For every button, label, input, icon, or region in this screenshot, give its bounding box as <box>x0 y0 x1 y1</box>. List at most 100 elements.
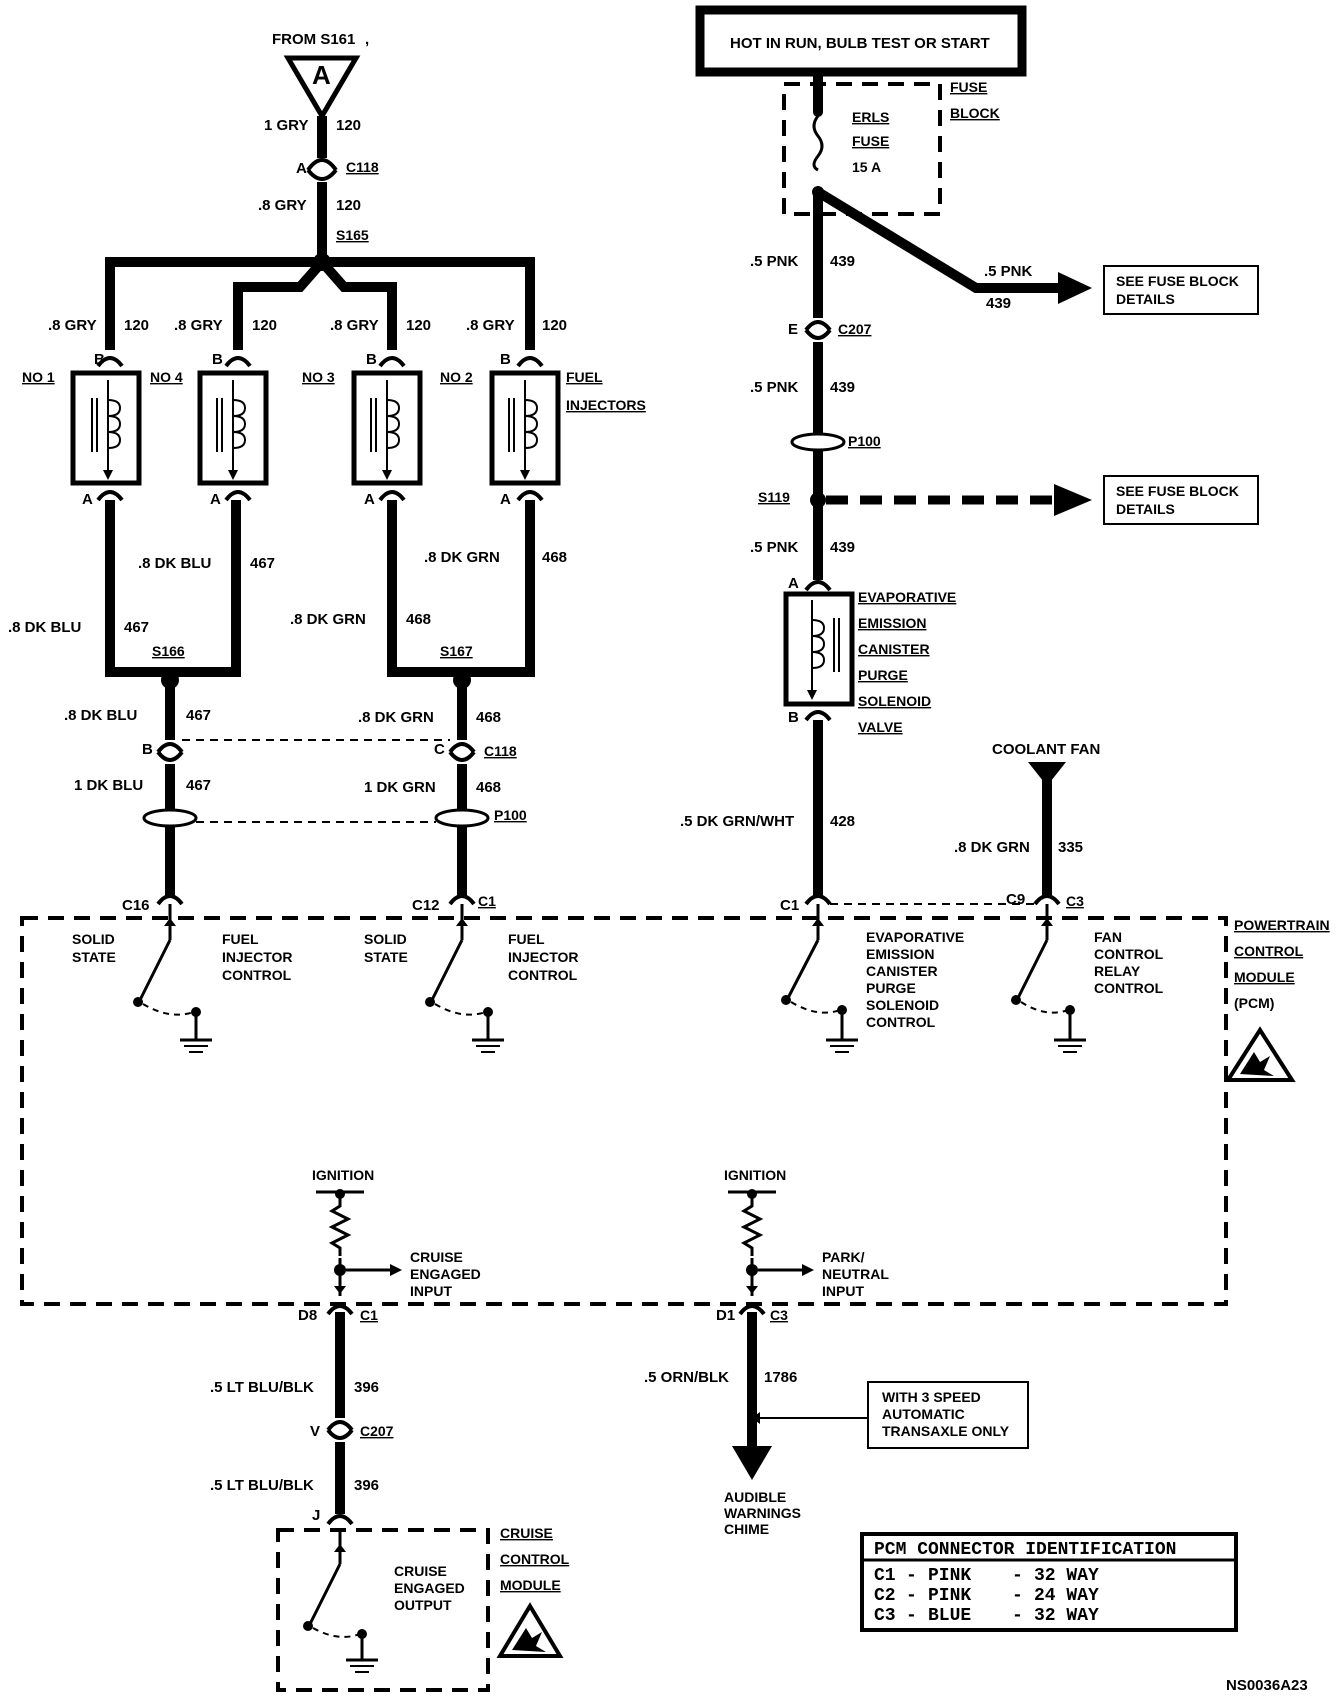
injector-no4-label: NO 4 <box>150 369 183 385</box>
svg-text:439: 439 <box>830 379 855 396</box>
svg-text:SOLENOID: SOLENOID <box>866 997 939 1013</box>
svg-text:DETAILS: DETAILS <box>1116 501 1175 517</box>
svg-text:NEUTRAL: NEUTRAL <box>822 1266 889 1282</box>
svg-text:INJECTORS: INJECTORS <box>566 397 646 413</box>
svg-text:MODULE: MODULE <box>500 1577 561 1593</box>
svg-text:.8 GRY: .8 GRY <box>174 317 223 334</box>
svg-text:A: A <box>210 491 221 508</box>
svg-text:S119: S119 <box>758 489 790 505</box>
figure-id: NS0036A23 <box>1226 1677 1308 1694</box>
injector-no2: B A <box>489 351 561 508</box>
evap-purge-solenoid: A B <box>783 575 855 726</box>
svg-text:B: B <box>366 351 377 368</box>
svg-text:PARK/: PARK/ <box>822 1249 865 1265</box>
see-fuse-block-box-2 <box>1103 475 1259 525</box>
cruise-input-pullup <box>316 1189 402 1296</box>
svg-text:24 WAY: 24 WAY <box>1034 1586 1099 1606</box>
svg-text:C9: C9 <box>1006 891 1025 908</box>
svg-text:E: E <box>788 321 798 338</box>
svg-text:C3: C3 <box>770 1307 788 1323</box>
pcm-connector-table: PCM CONNECTOR IDENTIFICATION C1 - PINK -… <box>860 1532 1238 1632</box>
svg-text:OUTPUT: OUTPUT <box>394 1597 452 1613</box>
svg-text:396: 396 <box>354 1477 379 1494</box>
svg-text:120: 120 <box>336 117 361 134</box>
terminal-a-letter: A <box>312 60 331 90</box>
svg-text:.8 DK GRN: .8 DK GRN <box>358 709 434 726</box>
esd-warning-icon <box>496 1602 564 1658</box>
svg-text:B: B <box>788 709 799 726</box>
svg-text:.5 LT BLU/BLK: .5 LT BLU/BLK <box>210 1477 314 1494</box>
svg-text:1 DK GRN: 1 DK GRN <box>364 779 436 796</box>
svg-text:C2: C2 <box>874 1586 896 1606</box>
svg-text:HOT IN RUN, BULB TEST OR START: HOT IN RUN, BULB TEST OR START <box>730 35 990 52</box>
pcm-fuel-injector-switch-1 <box>133 904 212 1053</box>
svg-text:FUEL: FUEL <box>566 369 603 385</box>
chime-arrow <box>732 1446 772 1480</box>
svg-text:INPUT: INPUT <box>410 1283 452 1299</box>
coolant-fan-terminal <box>1028 762 1066 786</box>
svg-text:.8 GRY: .8 GRY <box>258 197 307 214</box>
erls-fuse <box>812 115 824 172</box>
svg-text:A: A <box>364 491 375 508</box>
svg-text:-: - <box>1012 1566 1023 1586</box>
svg-text:A: A <box>500 491 511 508</box>
svg-text:.8 DK BLU: .8 DK BLU <box>138 555 211 572</box>
svg-text:(PCM): (PCM) <box>1234 995 1274 1011</box>
svg-text:468: 468 <box>406 611 431 628</box>
svg-text:P100: P100 <box>494 807 527 823</box>
svg-text:CONTROL: CONTROL <box>500 1551 570 1567</box>
svg-text:A: A <box>788 575 799 592</box>
svg-text:IGNITION: IGNITION <box>724 1167 786 1183</box>
pcm-fan-relay-switch <box>1011 904 1086 1053</box>
svg-text:AUDIBLE: AUDIBLE <box>724 1489 786 1505</box>
svg-text:CRUISE: CRUISE <box>410 1249 463 1265</box>
svg-text:ERLS: ERLS <box>852 109 889 125</box>
s166-label: S166 <box>152 643 185 659</box>
svg-text:439: 439 <box>830 253 855 270</box>
splice-s119 <box>810 492 826 508</box>
svg-text:-: - <box>906 1586 917 1606</box>
svg-text:.8 DK GRN: .8 DK GRN <box>424 549 500 566</box>
svg-text:CRUISE: CRUISE <box>500 1525 553 1541</box>
svg-text:.8 GRY: .8 GRY <box>330 317 379 334</box>
c118-label: C118 <box>346 159 379 175</box>
svg-text:MODULE: MODULE <box>1234 969 1295 985</box>
svg-text:.5 PNK: .5 PNK <box>750 379 799 396</box>
svg-text:SEE FUSE BLOCK: SEE FUSE BLOCK <box>1116 483 1239 499</box>
injector-no1-label: NO 1 <box>22 369 55 385</box>
svg-text:439: 439 <box>830 539 855 556</box>
svg-text:C118: C118 <box>484 743 517 759</box>
svg-text:D1: D1 <box>716 1307 735 1324</box>
svg-text:.5 DK GRN/WHT: .5 DK GRN/WHT <box>680 813 794 830</box>
svg-text:120: 120 <box>542 317 567 334</box>
svg-text:ENGAGED: ENGAGED <box>394 1580 465 1596</box>
fuse-block <box>782 82 942 216</box>
svg-text:J: J <box>312 1507 320 1524</box>
svg-text:,: , <box>365 31 369 48</box>
svg-text:CHIME: CHIME <box>724 1521 769 1537</box>
cruise-control-module-box <box>276 1528 490 1692</box>
svg-text:.8 DK GRN: .8 DK GRN <box>290 611 366 628</box>
svg-text:-: - <box>906 1566 917 1586</box>
svg-text:C3: C3 <box>874 1606 896 1626</box>
svg-text:-: - <box>906 1606 917 1626</box>
svg-text:120: 120 <box>406 317 431 334</box>
svg-text:CONTROL: CONTROL <box>866 1014 936 1030</box>
svg-text:468: 468 <box>476 709 501 726</box>
svg-text:A: A <box>296 160 307 177</box>
pcm-evap-switch <box>781 904 858 1053</box>
svg-text:-: - <box>1012 1586 1023 1606</box>
svg-text:EVAPORATIVE: EVAPORATIVE <box>858 589 956 605</box>
svg-text:CANISTER: CANISTER <box>858 641 930 657</box>
svg-text:.5 PNK: .5 PNK <box>750 253 799 270</box>
svg-text:C207: C207 <box>360 1423 394 1439</box>
svg-text:.5 PNK: .5 PNK <box>984 263 1033 280</box>
svg-text:120: 120 <box>336 197 361 214</box>
svg-text:1786: 1786 <box>764 1369 797 1386</box>
svg-text:467: 467 <box>124 619 149 636</box>
s167-label: S167 <box>440 643 473 659</box>
svg-text:P100: P100 <box>848 433 881 449</box>
svg-text:ENGAGED: ENGAGED <box>410 1266 481 1282</box>
svg-text:.5 ORN/BLK: .5 ORN/BLK <box>644 1369 729 1386</box>
